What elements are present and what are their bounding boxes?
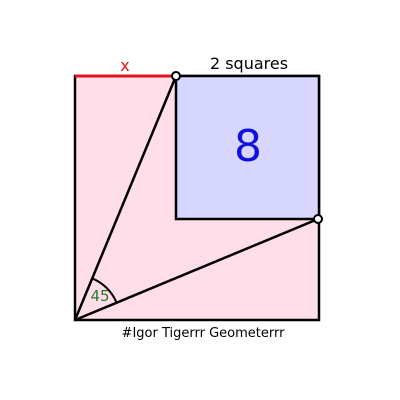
vertex-point-right [313, 214, 323, 224]
angle-arc [91, 277, 118, 304]
inner-square-area-label: 8 [234, 121, 262, 172]
angle-label: 45 [90, 287, 109, 305]
diagram-title: 2 squares [210, 54, 288, 73]
unknown-label-x: x [120, 56, 129, 75]
author-credit: #Igor Tigerrr Geometerrr [122, 326, 286, 341]
line-to-inner-bottom-right [74, 217, 319, 322]
line-to-inner-top-left [73, 75, 178, 321]
vertex-point-top [171, 71, 181, 81]
inner-square [174, 74, 321, 221]
